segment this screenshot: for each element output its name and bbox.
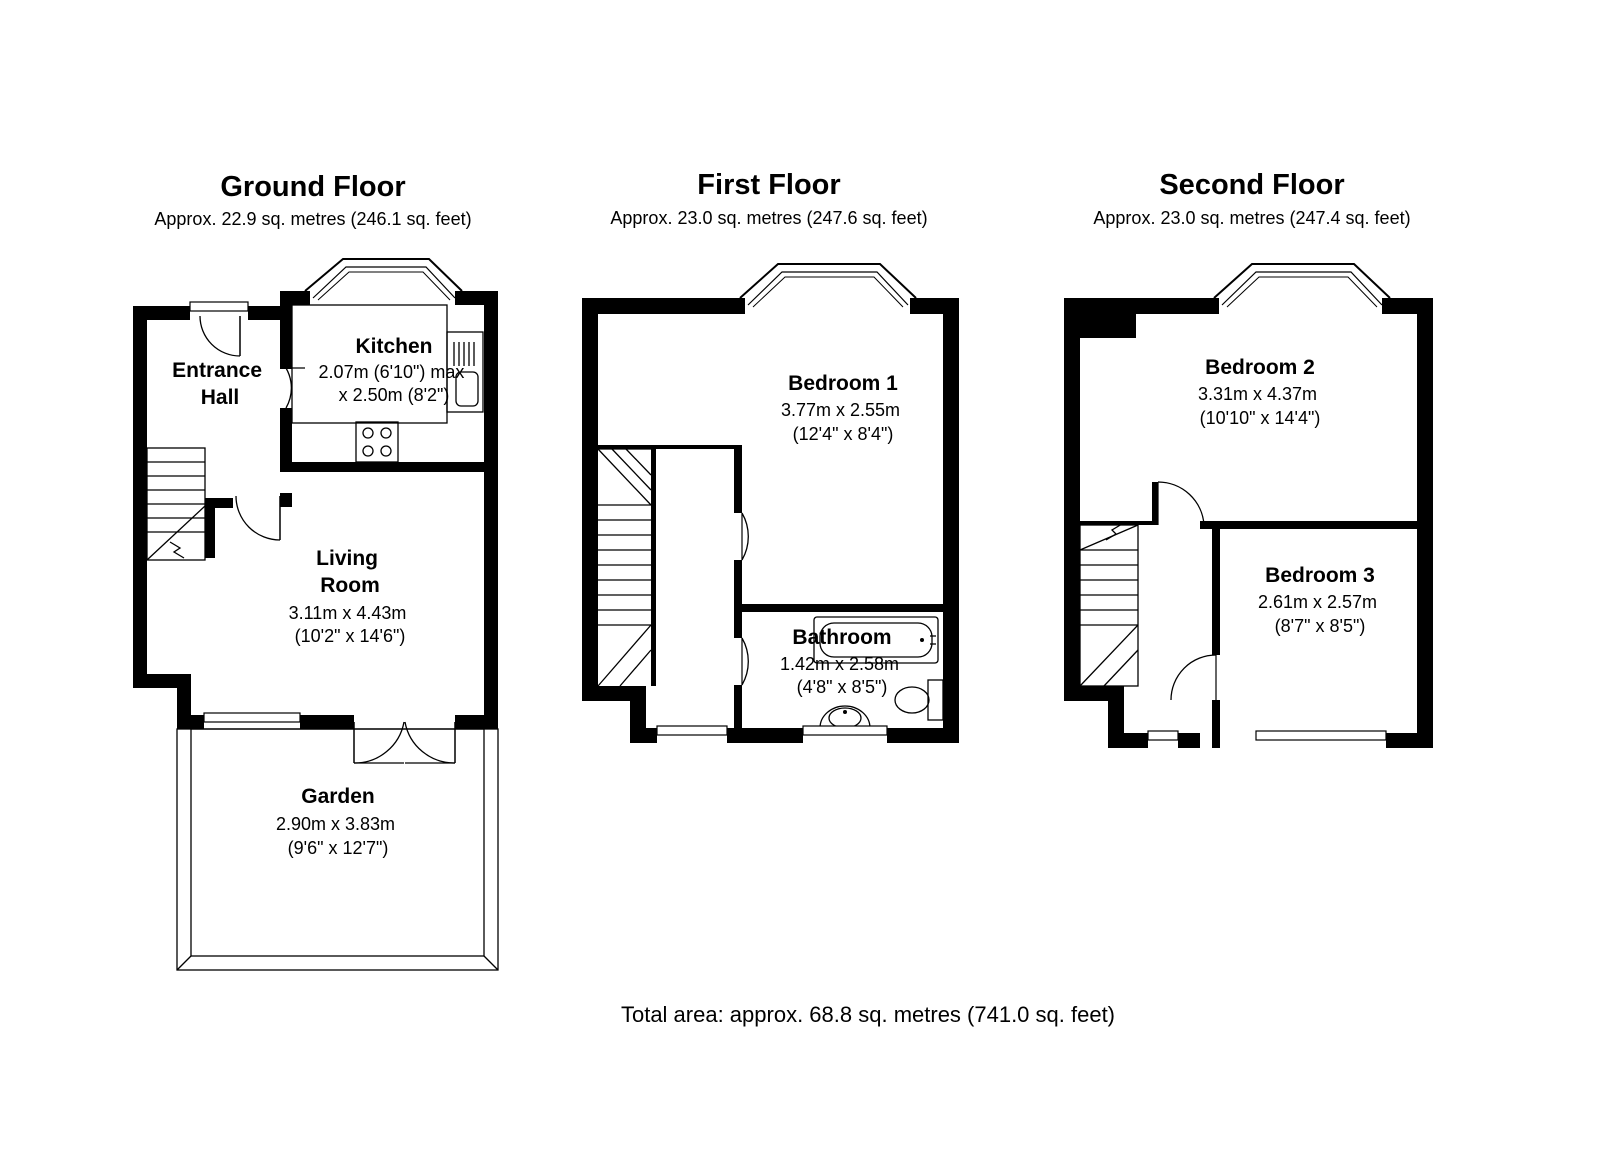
total-area: Total area: approx. 68.8 sq. metres (741…: [621, 1002, 1115, 1027]
bedroom-2-door: [1157, 481, 1205, 526]
living-room-dimensions: 3.11m x 4.43m (10'2" x 14'6"): [289, 603, 412, 646]
bathroom-label: Bathroom: [792, 626, 891, 649]
hob-icon: [355, 421, 399, 463]
sink-icon: [455, 371, 479, 407]
toilet-icon: [894, 679, 944, 721]
bathroom-dimensions: 1.42m x 2.58m (4'8" x 8'5"): [780, 654, 904, 697]
second-floor-stairs: [1079, 523, 1139, 687]
landing-window: [656, 725, 728, 736]
landing-window-second-floor: [1147, 730, 1179, 741]
bathroom-window: [802, 725, 888, 736]
first-floor-walls: [582, 298, 959, 743]
kitchen-dimensions: 2.07m (6'10") max x 2.50m (8'2"): [319, 362, 470, 405]
second-floor-plan: Second Floor Approx. 23.0 sq. metres (24…: [1064, 169, 1433, 748]
second-floor-walls: [1064, 298, 1433, 748]
ground-floor-title: Ground Floor: [220, 171, 405, 203]
first-floor-stairs: [597, 448, 652, 687]
kitchen-label: Kitchen: [355, 335, 432, 358]
ground-floor-stairs: [146, 447, 206, 561]
first-floor-area: Approx. 23.0 sq. metres (247.6 sq. feet): [610, 208, 927, 228]
first-floor-title: First Floor: [697, 169, 840, 201]
kitchen-fittings: [291, 304, 484, 463]
bedroom-2-label: Bedroom 2: [1205, 356, 1315, 379]
front-door: [189, 301, 249, 357]
bedroom-1-label: Bedroom 1: [788, 372, 898, 395]
bedroom-3-window: [1255, 730, 1387, 741]
bath-icon: [813, 616, 939, 664]
bedroom-1-bay-window: [739, 263, 917, 308]
kitchen-bay-window: [304, 258, 463, 301]
bathroom-door: [741, 637, 749, 686]
drainer-icon: [453, 342, 475, 366]
ground-floor-plan: Ground Floor Approx. 22.9 sq. metres (24…: [133, 171, 499, 971]
entrance-hall-label: Entrance Hall: [172, 359, 268, 409]
french-doors: [353, 721, 456, 764]
second-floor-area: Approx. 23.0 sq. metres (247.4 sq. feet): [1093, 208, 1410, 228]
bedroom-1-dimensions: 3.77m x 2.55m (12'4" x 8'4"): [781, 400, 905, 444]
second-floor-title: Second Floor: [1159, 169, 1344, 201]
ground-floor-area: Approx. 22.9 sq. metres (246.1 sq. feet): [154, 209, 471, 229]
living-room-door: [235, 495, 281, 541]
ground-floor-walls: [133, 291, 498, 729]
basin-icon: [819, 705, 871, 729]
living-room-window: [203, 712, 301, 723]
first-floor-plan: First Floor Approx. 23.0 sq. metres (247…: [582, 169, 959, 743]
bedroom-2-bay-window: [1213, 263, 1391, 308]
garden-dimensions: 2.90m x 3.83m (9'6" x 12'7"): [276, 814, 400, 858]
bedroom-3-door: [1170, 654, 1217, 701]
bedroom-3-dimensions: 2.61m x 2.57m (8'7" x 8'5"): [1258, 592, 1382, 636]
bedroom-1-door: [741, 512, 749, 561]
bedroom-2-dimensions: 3.31m x 4.37m (10'10" x 14'4"): [1198, 384, 1322, 428]
bedroom-3-label: Bedroom 3: [1265, 564, 1375, 587]
garden-outline: [176, 728, 499, 971]
kitchen-door: [285, 367, 305, 409]
garden-label: Garden: [301, 785, 375, 808]
living-room-label: Living Room: [316, 547, 384, 597]
